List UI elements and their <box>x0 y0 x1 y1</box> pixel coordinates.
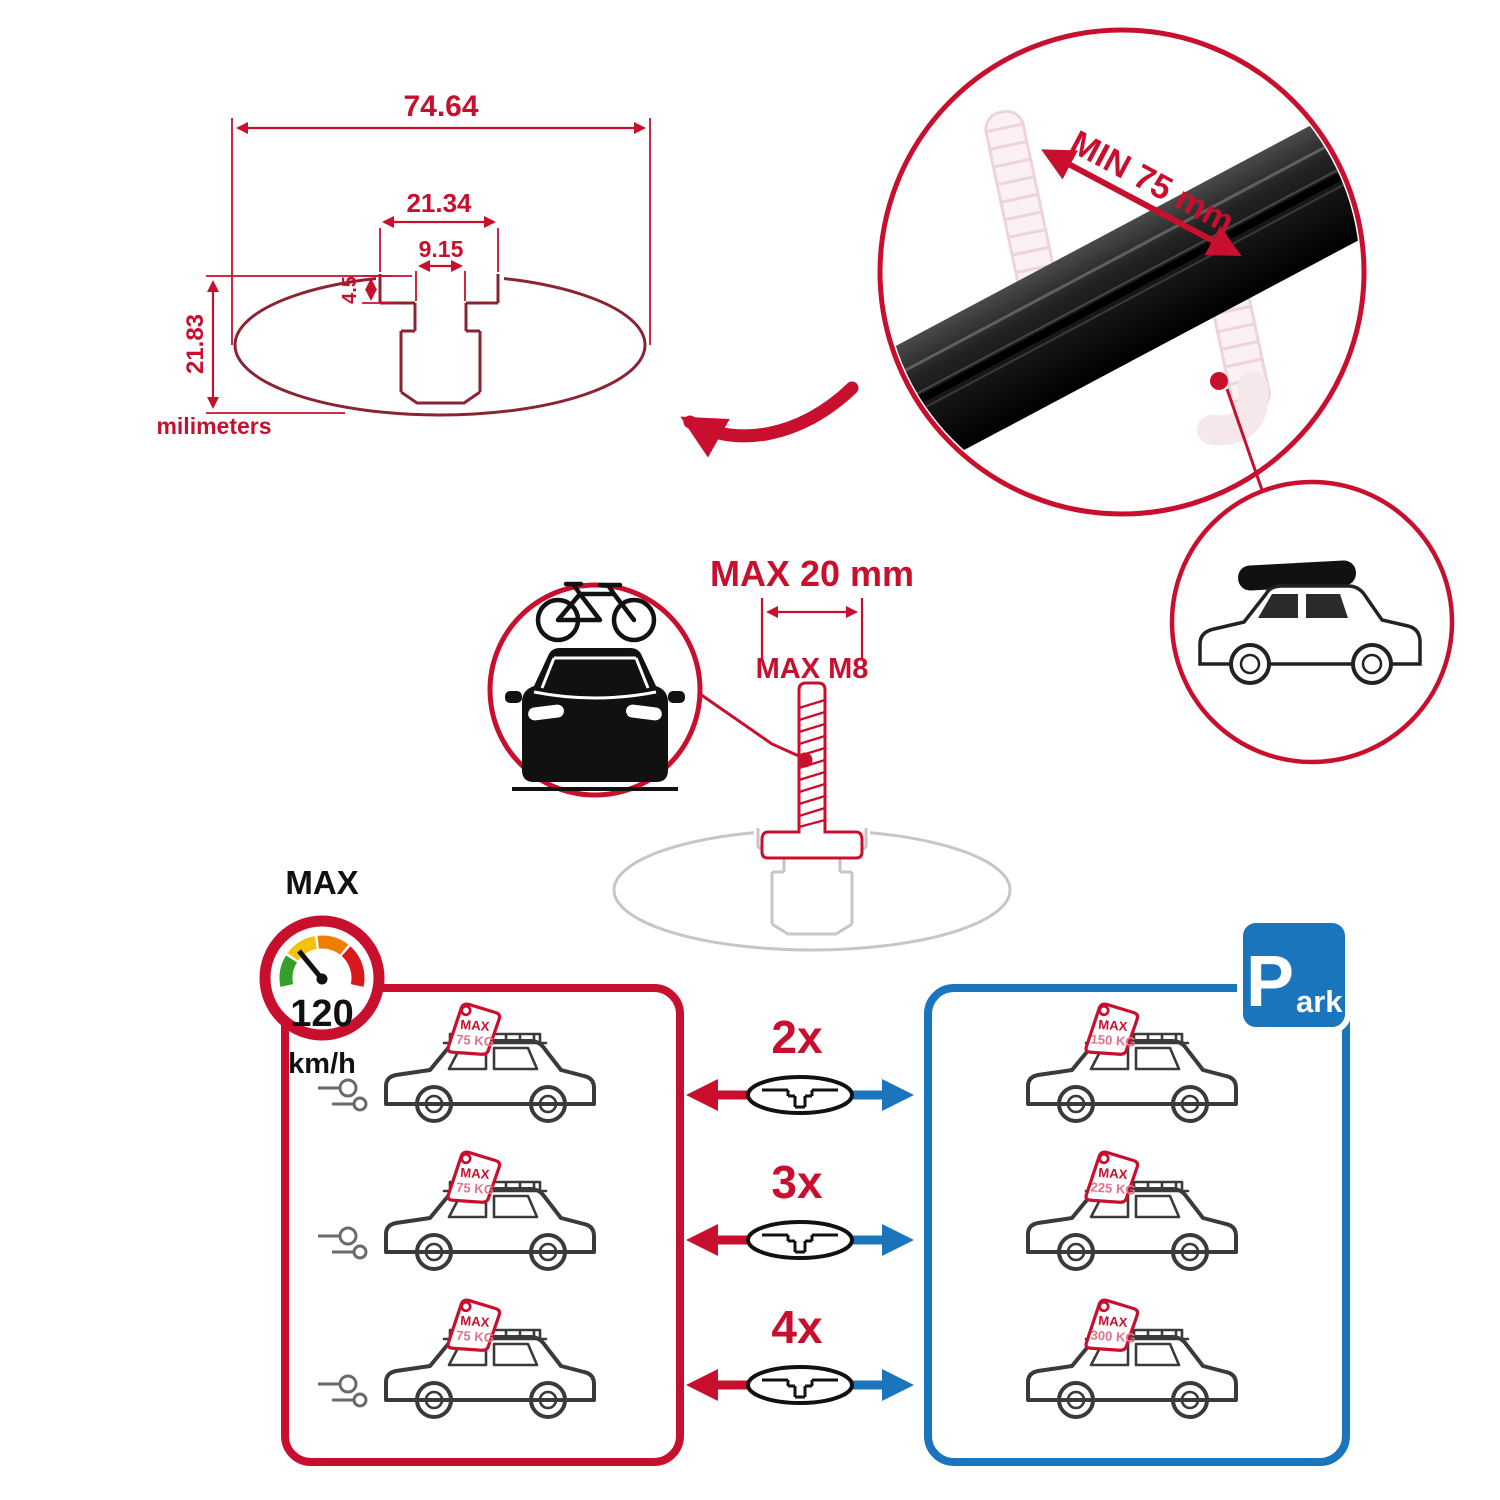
suv-rear-wheel <box>1351 643 1393 685</box>
parking-suffix: ark <box>1296 984 1343 1019</box>
crossbar-section-icon <box>746 1365 854 1405</box>
crossbar-section-icon <box>746 1075 854 1115</box>
car-front-icon <box>505 648 685 791</box>
gauge-segment-orange <box>317 935 349 955</box>
t-bolt-icon <box>760 681 864 860</box>
bolt-point-dot <box>1210 372 1228 390</box>
left-arrowhead <box>686 1369 718 1401</box>
crossbar-closeup-inset: MIN 75 mm <box>877 27 1367 517</box>
dimension-profile-height: 21.83 <box>182 314 209 374</box>
car-front-bike-inset <box>487 581 703 798</box>
mirror-left <box>505 691 522 703</box>
multiplier-row-2: 3x <box>686 1156 914 1260</box>
inset-circle-border <box>877 27 1367 517</box>
right-arrowhead <box>882 1224 914 1256</box>
roofbox-suv-inset <box>1169 479 1455 765</box>
tag-max-label: MAX <box>460 1017 490 1034</box>
bolt-thread-label: MAX M8 <box>756 653 869 685</box>
extension-lines-recess <box>379 228 499 272</box>
moving-panel-border <box>281 984 684 1466</box>
load-tag: MAX 150 KG <box>1084 1001 1140 1057</box>
parked-car-row-3: MAX 300 KG <box>1026 1297 1238 1419</box>
load-tag: MAX 225 KG <box>1084 1149 1140 1205</box>
tag-kg-value: 225 KG <box>1090 1179 1136 1197</box>
tag-max-label: MAX <box>1098 1165 1128 1182</box>
suv-windows <box>1258 594 1348 618</box>
speed-limit-gauge: MAX 120 km/h <box>259 864 385 1080</box>
tag-kg-value: 150 KG <box>1090 1031 1136 1049</box>
bolt-max-width-label: MAX 20 mm <box>710 553 914 594</box>
units-label: milimeters <box>156 413 271 439</box>
parked-panel-border <box>924 984 1350 1466</box>
extension-lines-slot <box>415 271 466 301</box>
headlight-left <box>528 704 564 721</box>
bike-icon <box>535 581 657 643</box>
dimension-total-width: 74.64 <box>403 90 478 123</box>
suv-front-wheel <box>1229 643 1271 685</box>
tag-max-label: MAX <box>460 1165 490 1182</box>
right-arrowhead <box>882 1079 914 1111</box>
parked-load-panel: MAX 150 KG MAX 225 KG MAX 300 KG P ark <box>924 917 1351 1466</box>
load-tag: MAX 75 KG <box>446 1297 502 1353</box>
parked-car-row-1: MAX 150 KG <box>1026 1001 1238 1123</box>
left-arrowhead <box>686 1224 718 1256</box>
pointer-arrow-inset-to-profile <box>680 381 859 458</box>
moving-car-row-1: MAX 75 KG <box>316 1001 596 1123</box>
tag-max-label: MAX <box>1098 1313 1128 1330</box>
tag-max-label: MAX <box>1098 1017 1128 1034</box>
tag-max-label: MAX <box>460 1313 490 1330</box>
right-arrowhead <box>882 1369 914 1401</box>
parking-sign-bg <box>1237 917 1351 1033</box>
profile-slot-mask <box>376 262 504 308</box>
profile-t-slot-lines <box>378 274 500 405</box>
multiplier-label: 4x <box>771 1301 823 1353</box>
gauge-segment-green <box>279 955 298 987</box>
inset-content <box>884 104 1360 492</box>
left-arrowhead <box>686 1079 718 1111</box>
leader-line-to-suv <box>1225 388 1264 491</box>
extension-lines-total <box>231 118 651 345</box>
multiplier-arrows: 2x 3x 4x <box>686 1011 914 1405</box>
min-span-arrow <box>1041 149 1242 257</box>
u-bolt-bend <box>1197 371 1269 446</box>
headlight-right <box>626 704 662 721</box>
speed-value: 120 <box>290 993 353 1035</box>
crossbar-section-icon <box>746 1220 854 1260</box>
gauge-needle <box>297 949 324 981</box>
multiplier-label: 2x <box>771 1011 823 1063</box>
load-tag: MAX 75 KG <box>446 1001 502 1057</box>
dimension-slot-width: 9.15 <box>419 236 464 262</box>
dimension-recess-width: 21.34 <box>406 188 472 218</box>
parking-sign: P ark <box>1237 917 1351 1033</box>
mirror-right <box>668 691 685 703</box>
profile-dimension-diagram: 74.64 21.34 9.15 4.5 21.83 milimeters <box>156 90 651 439</box>
leader-line-to-bolt <box>699 692 802 759</box>
multiplier-label: 3x <box>771 1156 823 1208</box>
dimension-recess-depth: 4.5 <box>339 276 361 304</box>
speed-unit: km/h <box>288 1048 356 1080</box>
bolt-width-guides <box>760 598 864 660</box>
load-tag: MAX 75 KG <box>446 1149 502 1205</box>
tag-kg-value: 75 KG <box>456 1328 495 1346</box>
tag-kg-value: 75 KG <box>456 1180 495 1198</box>
gauge-segment-red <box>341 946 365 987</box>
tag-kg-value: 75 KG <box>456 1032 495 1050</box>
multiplier-row-1: 2x <box>686 1011 914 1115</box>
moving-car-row-3: MAX 75 KG <box>316 1297 596 1419</box>
tag-kg-value: 300 KG <box>1090 1327 1136 1345</box>
gauge-needle-pivot <box>316 973 328 985</box>
roof-box-icon <box>1238 560 1356 591</box>
bolt-thread-dot <box>797 752 813 768</box>
parking-letter: P <box>1246 942 1294 1022</box>
gauge-segment-yellow <box>287 936 318 961</box>
bolt-spec-diagram: MAX 20 mm MAX M8 <box>612 553 1012 952</box>
extension-lines-height <box>206 275 412 414</box>
multiplier-row-3: 4x <box>686 1301 914 1405</box>
moving-load-panel: MAX 75 KG MAX 75 KG MAX 75 KG <box>281 984 684 1466</box>
moving-car-row-2: MAX 75 KG <box>316 1149 596 1271</box>
load-tag: MAX 300 KG <box>1084 1297 1140 1353</box>
speed-max-label: MAX <box>285 864 358 901</box>
parked-car-row-2: MAX 225 KG <box>1026 1149 1238 1271</box>
